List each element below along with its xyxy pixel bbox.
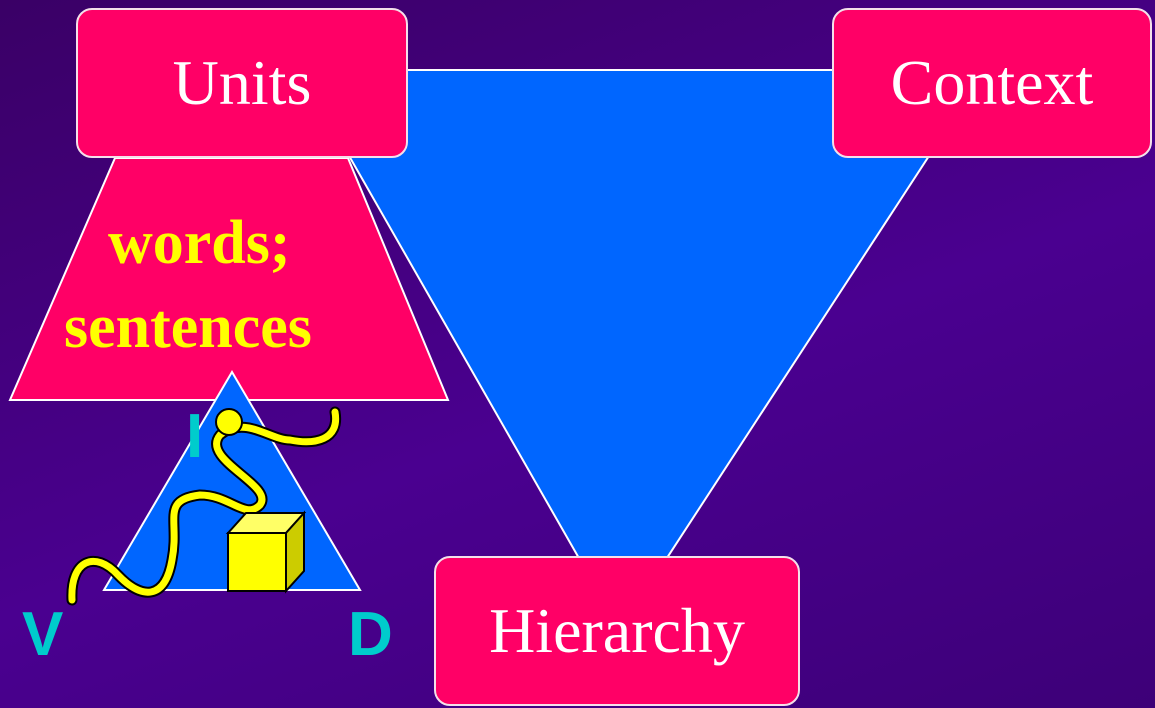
units-detail-line-1: words; <box>108 209 291 277</box>
dot-icon <box>215 408 243 436</box>
units-label: Units <box>172 47 312 118</box>
hierarchy-label: Hierarchy <box>489 595 745 666</box>
main-triangle <box>298 69 987 632</box>
units-detail-trapezoid <box>8 157 450 401</box>
units-detail-line-2: sentences <box>64 293 312 361</box>
vertex-label-i: I <box>186 402 204 471</box>
context-node: Context <box>832 8 1152 158</box>
vertex-label-v: V <box>22 600 64 669</box>
cube-icon <box>225 510 307 594</box>
vertex-label-d: D <box>348 600 393 669</box>
context-label: Context <box>890 47 1094 118</box>
squiggle-line-inner <box>68 408 340 604</box>
hierarchy-node: Hierarchy <box>434 556 800 706</box>
units-node: Units <box>76 8 408 158</box>
